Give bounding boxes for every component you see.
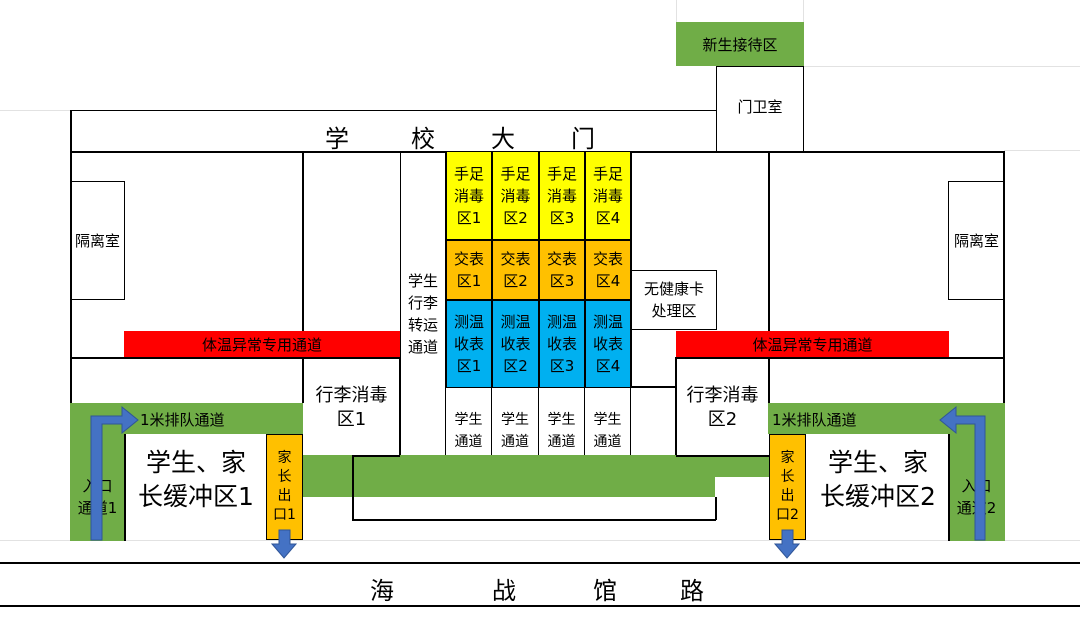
road-char: 馆 (593, 577, 617, 605)
road-top-edge (0, 562, 1080, 564)
wall (630, 329, 632, 387)
form-submission-zone-2: 交表 区2 (492, 240, 539, 300)
wall (70, 357, 400, 359)
entrance-arrow-right (939, 405, 986, 541)
wall (352, 519, 716, 521)
zone-label: 测温 收表 区2 (500, 313, 531, 375)
form-submission-zone-4: 交表 区4 (585, 240, 631, 300)
gate-char: 门 (571, 125, 595, 153)
wall (715, 497, 717, 520)
gridline (0, 540, 1080, 541)
queue-channel-left-label: 1米排队通道 (140, 411, 225, 429)
zone-label: 交表 区3 (546, 250, 577, 290)
luggage-disinfection-zone-1: 行李消毒 区1 (303, 380, 400, 436)
abnormal-temp-channel-left: 体温异常专用通道 (124, 331, 400, 358)
gridline (1004, 150, 1080, 151)
no-health-card-label: 无健康卡 处理区 (643, 280, 704, 320)
temperature-check-zone-3: 测温 收表 区3 (539, 300, 585, 388)
wall (124, 434, 126, 541)
wall (630, 151, 632, 271)
hand-foot-disinfection-zone-4: 手足 消毒 区4 (585, 151, 631, 240)
wall (352, 455, 400, 457)
zone-label: 手足 消毒 区2 (500, 164, 531, 227)
road: 海 战 馆 路 (0, 564, 1080, 605)
luggage-transfer-channel-label: 学生 行李 转运 通道 (407, 271, 438, 356)
wall (675, 357, 677, 457)
exit-corridor (303, 455, 771, 477)
road-char: 路 (680, 577, 704, 605)
form-submission-zone-3: 交表 区3 (539, 240, 585, 300)
temperature-check-zone-2: 测温 收表 区2 (492, 300, 539, 388)
zone-label: 交表 区4 (592, 250, 623, 290)
parent-exit-2-label: 家 长 出 口2 (776, 450, 799, 523)
gate-char: 大 (491, 125, 515, 153)
buffer-zone-2-label: 学生、家 长缓冲区2 (820, 448, 936, 511)
exit-corridor (303, 476, 715, 497)
road-char: 战 (492, 577, 516, 605)
wall (352, 455, 354, 520)
hand-foot-disinfection-zone-3: 手足 消毒 区3 (539, 151, 585, 240)
channel-label: 学生 通道 4 (593, 412, 622, 472)
zone-label: 交表 区2 (500, 250, 531, 290)
abnormal-temp-channel-left-label: 体温异常专用通道 (201, 336, 322, 354)
buffer-zone-1-label: 学生、家 长缓冲区1 (138, 448, 254, 511)
parent-exit-1: 家 长 出 口1 (266, 434, 303, 540)
form-submission-zone-1: 交表 区1 (446, 240, 492, 300)
wall (768, 151, 770, 331)
wall (302, 357, 304, 403)
gate-char: 校 (411, 125, 435, 153)
wall (948, 434, 950, 541)
road-bottom-edge (0, 605, 1080, 607)
buffer-zone-1: 学生、家 长缓冲区1 (126, 440, 266, 520)
exit-arrow-right (773, 529, 801, 559)
isolation-room-right: 隔离室 (948, 181, 1005, 300)
road-char: 海 (370, 577, 394, 605)
luggage-disinfection-zone-2-label: 行李消毒 区2 (686, 385, 759, 430)
hand-foot-disinfection-zone-2: 手足 消毒 区2 (492, 151, 539, 240)
abnormal-temp-channel-right-label: 体温异常专用通道 (752, 336, 873, 354)
hand-foot-disinfection-zone-1: 手足 消毒 区1 (446, 151, 492, 240)
student-channel-4: 学生 通道 4 (585, 388, 631, 476)
wall (676, 455, 769, 457)
luggage-transfer-channel: 学生 行李 转运 通道 (400, 151, 446, 476)
luggage-disinfection-zone-1-label: 行李消毒 区1 (315, 385, 388, 430)
entrance-arrow-left (90, 405, 139, 541)
gridline (676, 0, 677, 22)
luggage-disinfection-zone-2: 行李消毒 区2 (676, 380, 769, 436)
no-health-card-zone: 无健康卡 处理区 (631, 270, 717, 330)
reception-label: 新生接待区 (702, 35, 778, 54)
parent-exit-2: 家 长 出 口2 (769, 434, 806, 540)
temperature-check-zone-1: 测温 收表 区1 (446, 300, 492, 388)
exit-arrow-left (270, 529, 298, 559)
zone-label: 测温 收表 区4 (592, 313, 623, 375)
zone-label: 测温 收表 区3 (546, 313, 577, 375)
zone-label: 测温 收表 区1 (453, 313, 484, 375)
gridline (0, 110, 70, 111)
buffer-zone-2: 学生、家 长缓冲区2 (808, 440, 948, 520)
gate-char: 学 (325, 125, 349, 153)
isolation-room-left-label: 隔离室 (74, 232, 120, 250)
parent-exit-1-label: 家 长 出 口1 (273, 450, 296, 523)
student-channel-2: 学生 通道 2 (492, 388, 539, 476)
wall (302, 151, 304, 331)
zone-label: 手足 消毒 区1 (453, 164, 484, 227)
queue-channel-right-label: 1米排队通道 (772, 411, 857, 429)
temperature-check-zone-4: 测温 收表 区4 (585, 300, 631, 388)
right-outer-wall (1003, 151, 1005, 455)
zone-label: 交表 区1 (453, 250, 484, 290)
isolation-room-left: 隔离室 (70, 181, 125, 300)
gridline (803, 66, 1080, 67)
guard-room-label: 门卫室 (737, 97, 783, 116)
left-outer-wall (70, 110, 72, 455)
wall (676, 357, 1005, 359)
channel-label: 学生 通道 2 (501, 412, 529, 472)
isolation-room-right-label: 隔离室 (953, 232, 999, 250)
wall (768, 357, 770, 403)
zone-label: 手足 消毒 区4 (592, 164, 623, 227)
wall (630, 386, 676, 388)
reception-zone: 新生接待区 (676, 22, 804, 66)
zone-label: 手足 消毒 区3 (546, 164, 577, 227)
abnormal-temp-channel-right: 体温异常专用通道 (676, 331, 949, 358)
